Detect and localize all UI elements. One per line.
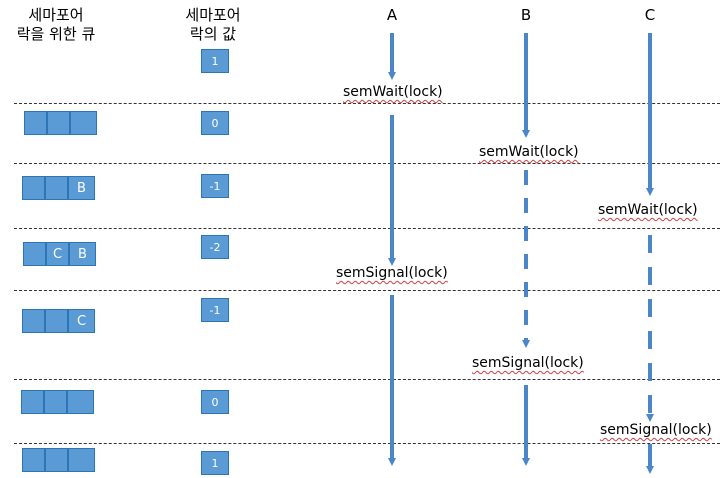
b-wait-label: semWait(lock) bbox=[479, 144, 579, 160]
lock-queue bbox=[22, 448, 95, 472]
semaphore-value: -1 bbox=[201, 174, 229, 198]
queue-slot bbox=[23, 242, 46, 266]
lock-queue: B bbox=[22, 176, 95, 200]
process-a-label: A bbox=[386, 6, 398, 24]
process-c-label: C bbox=[644, 6, 656, 24]
queue-header-line2: 락을 위한 큐 bbox=[16, 25, 96, 43]
queue-slot bbox=[22, 176, 45, 200]
queue-slot bbox=[21, 390, 44, 414]
queue-slot bbox=[45, 448, 68, 472]
semaphore-value: -2 bbox=[201, 235, 229, 259]
semaphore-value: 1 bbox=[201, 49, 229, 73]
a-signal-label: semSignal(lock) bbox=[336, 265, 448, 281]
queue-slot bbox=[22, 448, 45, 472]
queue-slot bbox=[22, 309, 45, 333]
separator bbox=[14, 103, 720, 104]
queue-header-line1: 세마포어 bbox=[28, 6, 84, 24]
queue-slot: C bbox=[68, 309, 95, 333]
queue-slot: B bbox=[68, 176, 95, 200]
semaphore-value: 1 bbox=[201, 451, 229, 475]
queue-slot bbox=[24, 111, 47, 135]
queue-slot bbox=[67, 390, 94, 414]
separator bbox=[14, 290, 720, 291]
value-header-line2: 락의 값 bbox=[189, 25, 237, 43]
queue-slot bbox=[47, 111, 70, 135]
lock-queue: C B bbox=[23, 242, 96, 266]
queue-slot: C bbox=[46, 242, 69, 266]
lock-queue bbox=[24, 111, 97, 135]
queue-slot bbox=[68, 448, 95, 472]
queue-slot bbox=[44, 390, 67, 414]
queue-slot: B bbox=[69, 242, 96, 266]
separator bbox=[14, 443, 720, 444]
queue-slot bbox=[45, 309, 68, 333]
lock-queue: C bbox=[22, 309, 95, 333]
b-signal-label: semSignal(lock) bbox=[472, 355, 584, 371]
separator bbox=[14, 379, 720, 380]
value-header-line1: 세마포어 bbox=[185, 6, 241, 24]
semaphore-value: 0 bbox=[201, 390, 229, 414]
lock-queue bbox=[21, 390, 94, 414]
separator bbox=[14, 163, 720, 164]
queue-slot bbox=[70, 111, 97, 135]
c-signal-label: semSignal(lock) bbox=[600, 422, 712, 438]
semaphore-value: -1 bbox=[201, 298, 229, 322]
c-wait-label: semWait(lock) bbox=[598, 202, 698, 218]
a-wait-label: semWait(lock) bbox=[343, 84, 443, 100]
queue-slot bbox=[45, 176, 68, 200]
queue-header: 세마포어 락을 위한 큐 bbox=[6, 6, 106, 44]
process-b-label: B bbox=[520, 6, 532, 24]
semaphore-value: 0 bbox=[201, 111, 229, 135]
separator bbox=[14, 228, 720, 229]
value-header: 세마포어 락의 값 bbox=[168, 6, 258, 44]
